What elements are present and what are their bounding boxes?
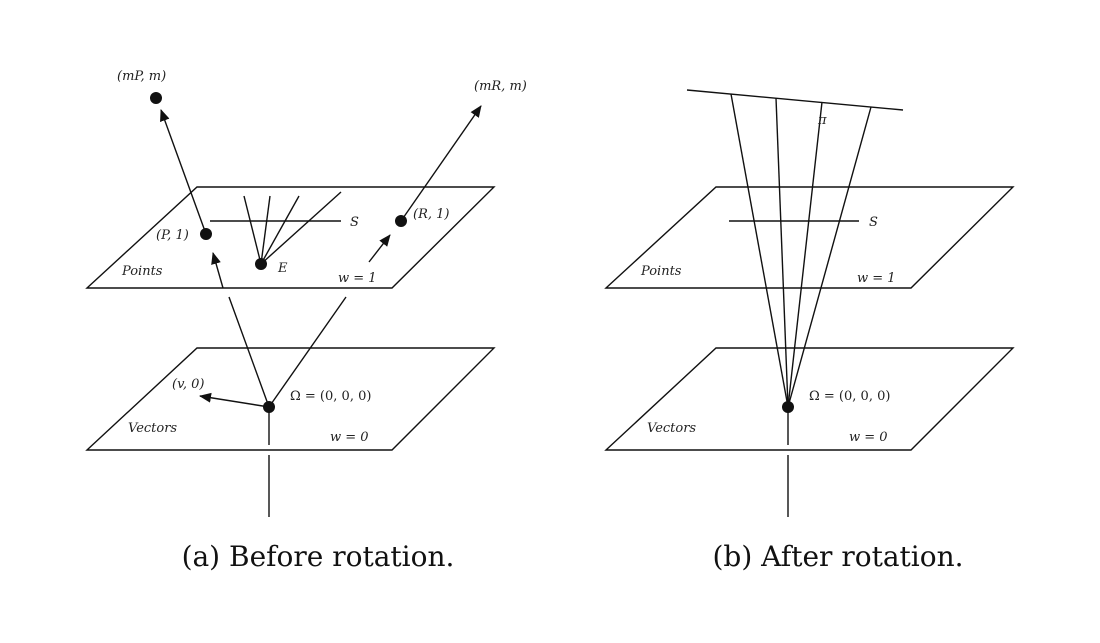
caption-a: (a) Before rotation. <box>182 540 455 573</box>
label-mr: (mR, m) <box>474 79 527 94</box>
caption-b: (b) After rotation. <box>712 540 963 573</box>
projection-ray <box>787 106 872 408</box>
arrow-to-mp <box>160 109 207 235</box>
arrow-to-p1 <box>211 252 224 289</box>
vector-v-arrow <box>199 392 270 408</box>
label-points: Points <box>121 264 163 279</box>
projection-ray <box>787 101 823 408</box>
vectors-plane <box>604 347 1015 451</box>
label-vectors: Vectors <box>647 421 696 436</box>
point-mp <box>150 92 162 104</box>
plane-pi-line <box>686 89 904 111</box>
fan-line <box>260 191 342 265</box>
label-v0: (v, 0) <box>172 377 204 392</box>
label-points: Points <box>640 264 682 279</box>
label-omega: Ω = (0, 0, 0) <box>290 389 371 404</box>
arrow-to-r1 <box>368 234 391 263</box>
ray-to-p <box>228 296 270 408</box>
label-vectors: Vectors <box>128 421 177 436</box>
label-pi: π <box>817 113 827 128</box>
origin-point <box>782 401 794 413</box>
label-w1: w = 1 <box>857 271 896 286</box>
label-p1: (P, 1) <box>156 228 189 243</box>
point-e <box>255 258 267 270</box>
label-omega: Ω = (0, 0, 0) <box>809 389 890 404</box>
label-s: S <box>350 215 359 230</box>
label-mp: (mP, m) <box>117 69 166 84</box>
label-w1: w = 1 <box>338 271 377 286</box>
vectors-plane <box>85 347 496 451</box>
label-r1: (R, 1) <box>413 207 449 222</box>
projection-ray <box>730 93 789 408</box>
fan-line <box>260 195 271 265</box>
fan-line <box>260 195 300 265</box>
panel-b: π S Points w = 1 Ω = (0, 0, 0) Vectors w… <box>604 89 1015 573</box>
arrow-to-mr <box>400 105 482 222</box>
projection-ray <box>775 97 789 408</box>
origin-point <box>263 401 275 413</box>
label-w0: w = 0 <box>849 430 888 445</box>
points-plane <box>604 186 1015 289</box>
label-w0: w = 0 <box>330 430 369 445</box>
fan-line <box>243 195 262 265</box>
ray-to-r <box>268 296 347 408</box>
label-s: S <box>869 215 878 230</box>
label-e: E <box>277 261 288 276</box>
panel-a: (mP, m) (mR, m) (P, 1) (R, 1) S E Points… <box>85 69 527 573</box>
